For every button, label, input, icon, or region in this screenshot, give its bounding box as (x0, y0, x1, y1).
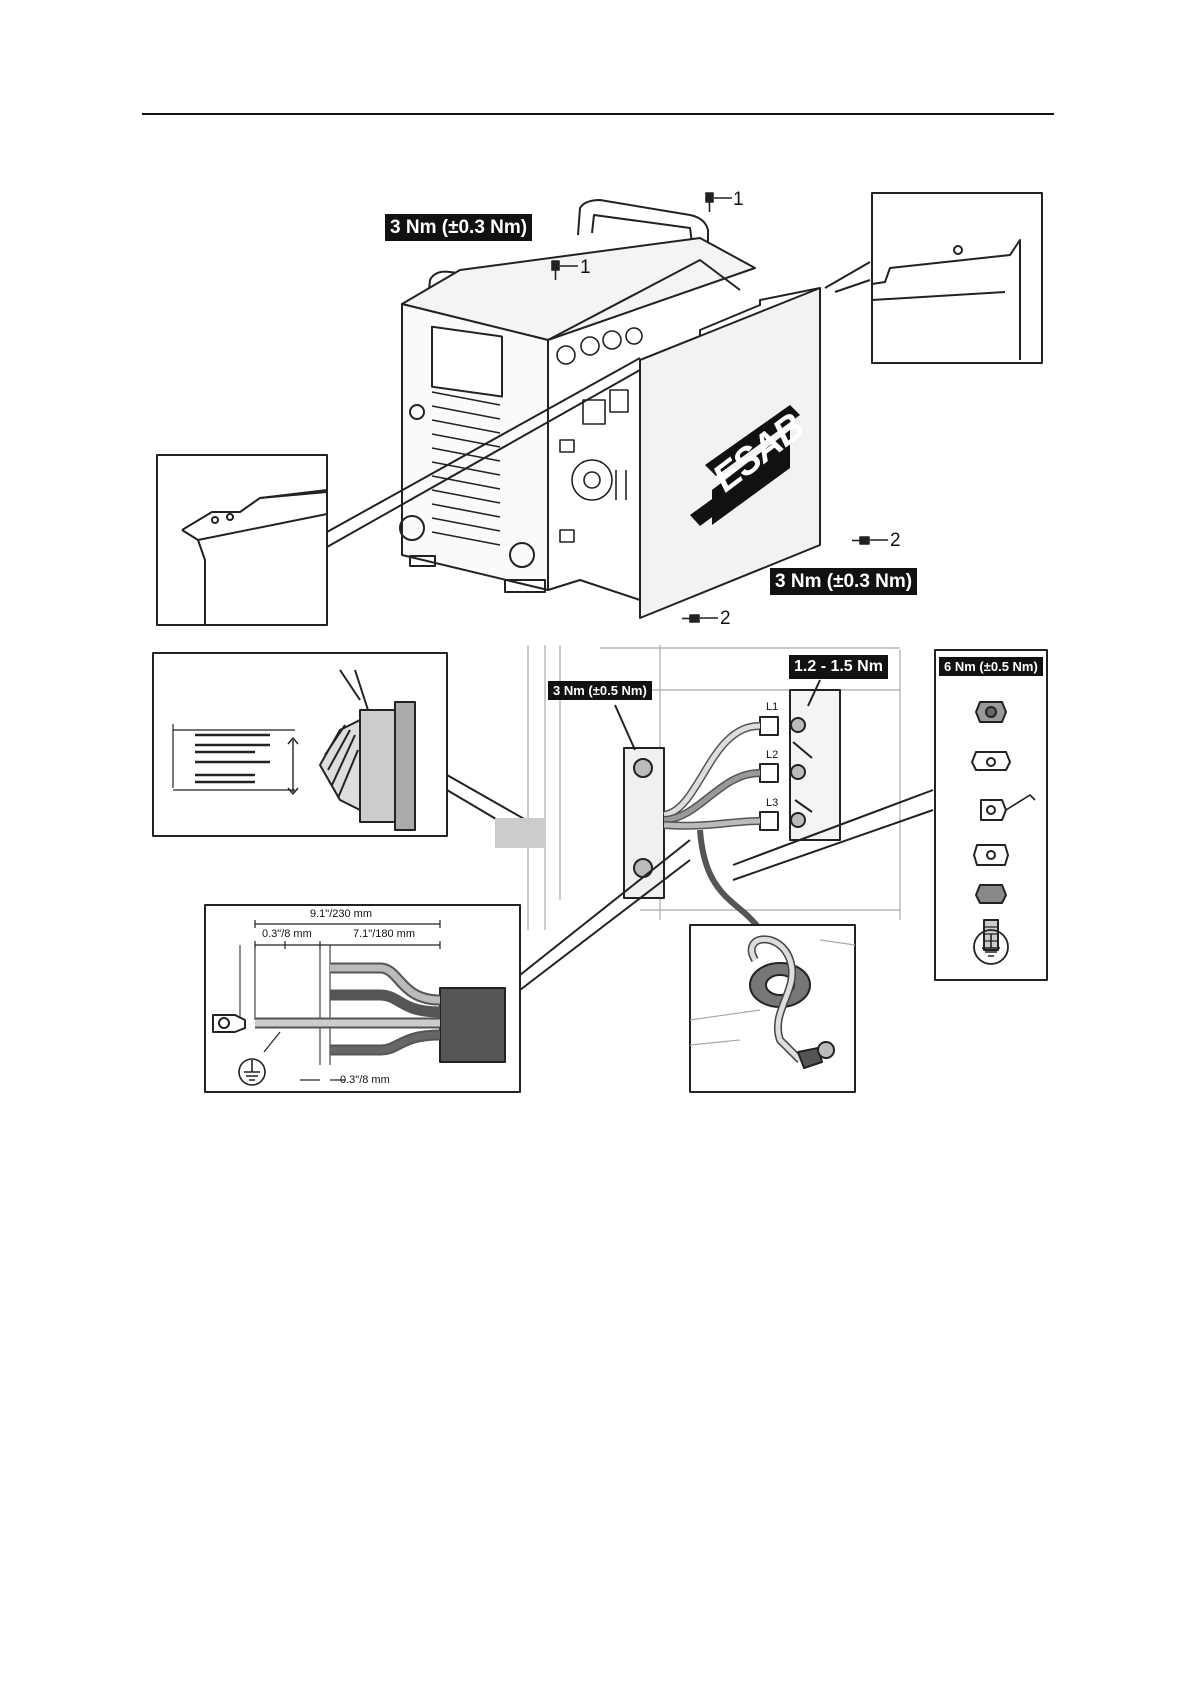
inset-cover-edge (872, 193, 1042, 363)
welding-machine-drawing (327, 193, 888, 622)
torque-label-clamp: 3 Nm (±0.5 Nm) (548, 681, 652, 700)
dimension-wire-strip: 0.3"/8 mm (340, 1075, 390, 1086)
dimension-total-length: 9.1"/230 mm (310, 909, 372, 920)
callout-1-front: 1 (580, 258, 591, 277)
dimension-conductor-length: 7.1"/180 mm (353, 929, 415, 940)
inset-grommet (153, 653, 447, 836)
terminal-l2-label: L2 (766, 750, 778, 761)
terminal-l1-label: L1 (766, 702, 778, 713)
inset-ferrite-core (690, 925, 855, 1092)
callout-2-bottom: 2 (720, 609, 731, 628)
dimension-lug-strip: 0.3"/8 mm (262, 929, 312, 940)
callout-1-top: 1 (733, 190, 744, 209)
torque-label-side: 3 Nm (±0.3 Nm) (770, 568, 917, 595)
installation-figure (0, 0, 1190, 1100)
inset-ground-stud (935, 650, 1047, 980)
torque-label-top: 3 Nm (±0.3 Nm) (385, 214, 532, 241)
torque-label-ground: 6 Nm (±0.5 Nm) (939, 657, 1043, 676)
inset-panel-tab (157, 455, 327, 625)
terminal-l3-label: L3 (766, 798, 778, 809)
torque-label-terminals: 1.2 - 1.5 Nm (789, 655, 888, 679)
callout-2-right: 2 (890, 531, 901, 550)
